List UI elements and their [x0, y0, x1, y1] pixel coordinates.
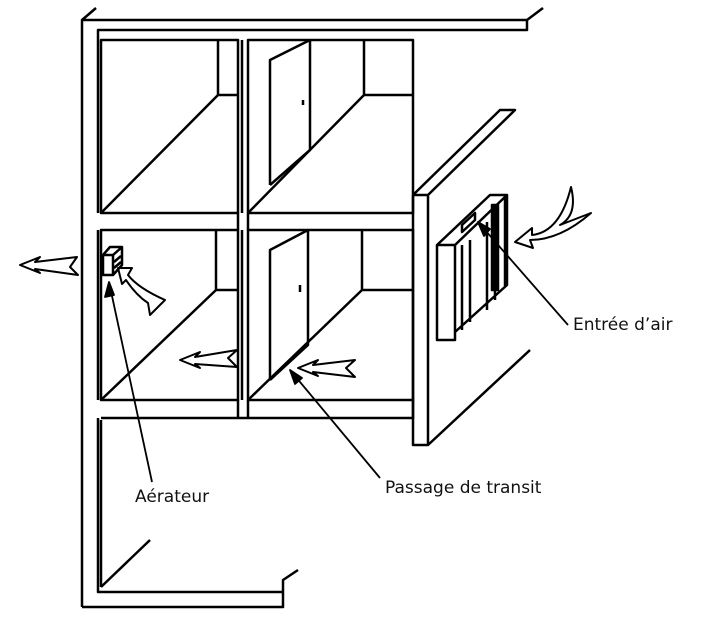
aerator-device: [101, 245, 124, 277]
leader-lines: [104, 221, 569, 483]
aerator-label: Aérateur: [135, 487, 210, 507]
inlet-arrow-icon: [514, 186, 592, 249]
exit-arrow-icon: [19, 256, 79, 276]
transit-flow-arrow-icon: [297, 359, 356, 378]
air-inlet-label: Entrée d’air: [573, 315, 673, 335]
transit-passage-label: Passage de transit: [385, 478, 542, 498]
building-structure: [80, 7, 544, 609]
aerator-inflow-arrow-icon: [117, 267, 166, 316]
room-flow-arrow-icon: [179, 349, 238, 369]
window: [435, 193, 509, 342]
airflow-arrows: [19, 186, 592, 378]
